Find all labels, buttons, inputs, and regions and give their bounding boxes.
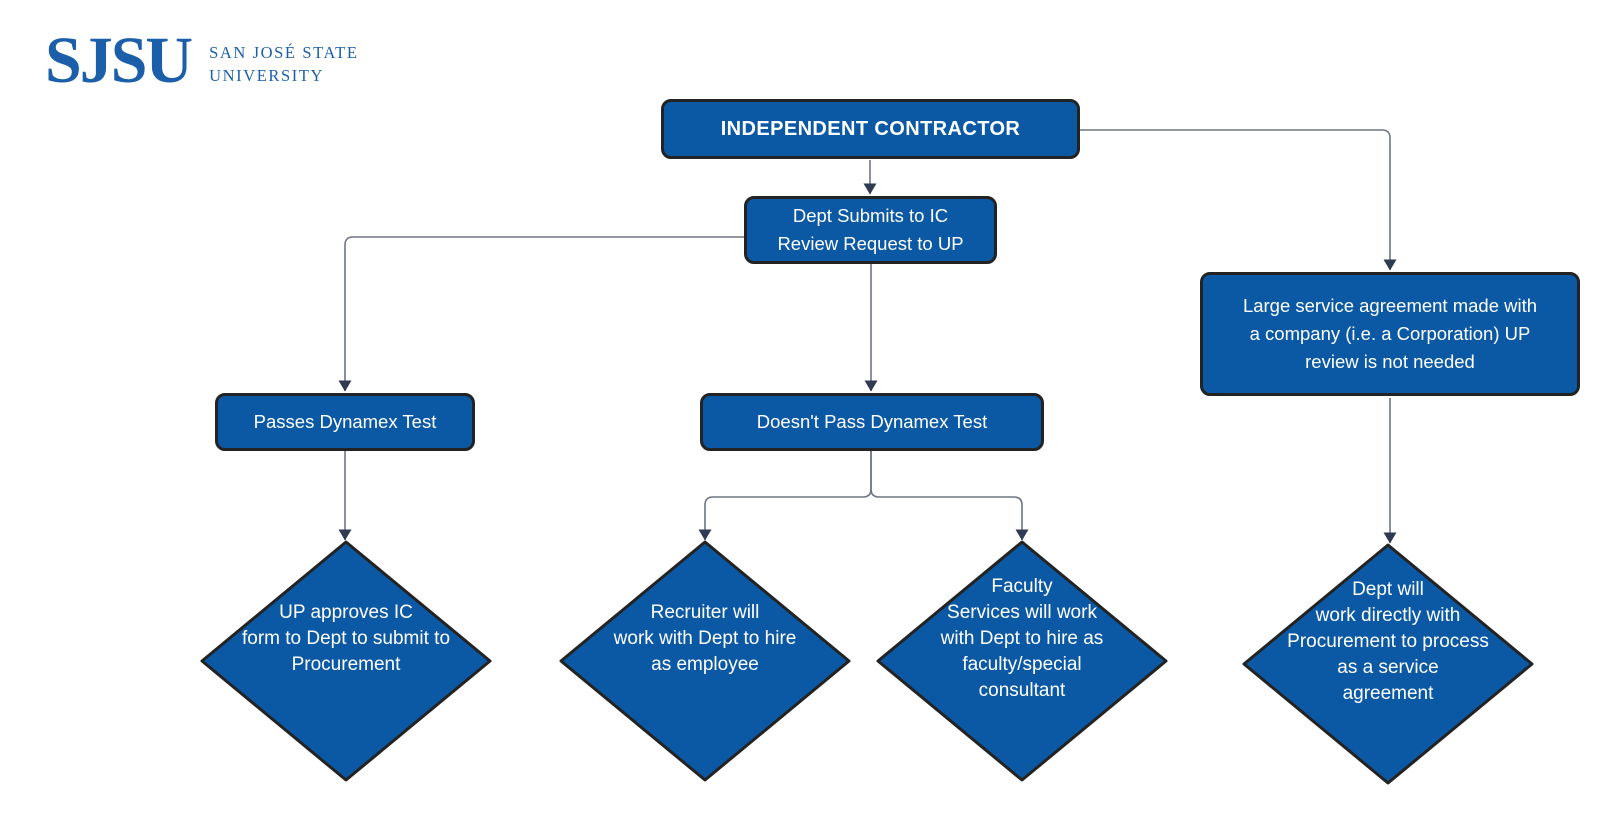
edge-ic-to-large-agreement — [1080, 129, 1397, 271]
sjsu-logo: SJSU SAN JOSÉ STATE UNIVERSITY — [45, 24, 359, 97]
edge-doesnt-pass-to-recruiter — [698, 451, 872, 541]
sjsu-logo-acronym: SJSU — [45, 24, 193, 97]
node-independent-contractor: INDEPENDENT CONTRACTOR — [661, 99, 1080, 159]
edge-dept-submits-to-passes — [338, 236, 744, 392]
diamond-faculty-services — [876, 540, 1168, 782]
node-large-service-agreement: Large service agreement made with a comp… — [1200, 272, 1580, 396]
diamond-up-approves — [200, 540, 492, 782]
node-dept-submits: Dept Submits to IC Review Request to UP — [744, 196, 997, 264]
node-label: Doesn't Pass Dynamex Test — [756, 411, 988, 433]
diamond-recruiter — [559, 540, 851, 782]
edge-doesnt-pass-to-faculty-services — [870, 451, 1029, 541]
node-doesnt-pass-dynamex-test: Doesn't Pass Dynamex Test — [700, 393, 1044, 451]
diamond-dept-procurement — [1242, 543, 1534, 785]
node-passes-dynamex-test: Passes Dynamex Test — [215, 393, 475, 451]
sjsu-logo-wordmark: SAN JOSÉ STATE UNIVERSITY — [209, 43, 359, 85]
node-label: Passes Dynamex Test — [253, 411, 437, 433]
node-label: Large service agreement made with a comp… — [1242, 295, 1538, 372]
node-label: Dept Submits to IC Review Request to UP — [777, 205, 964, 254]
node-label: INDEPENDENT CONTRACTOR — [720, 118, 1021, 140]
